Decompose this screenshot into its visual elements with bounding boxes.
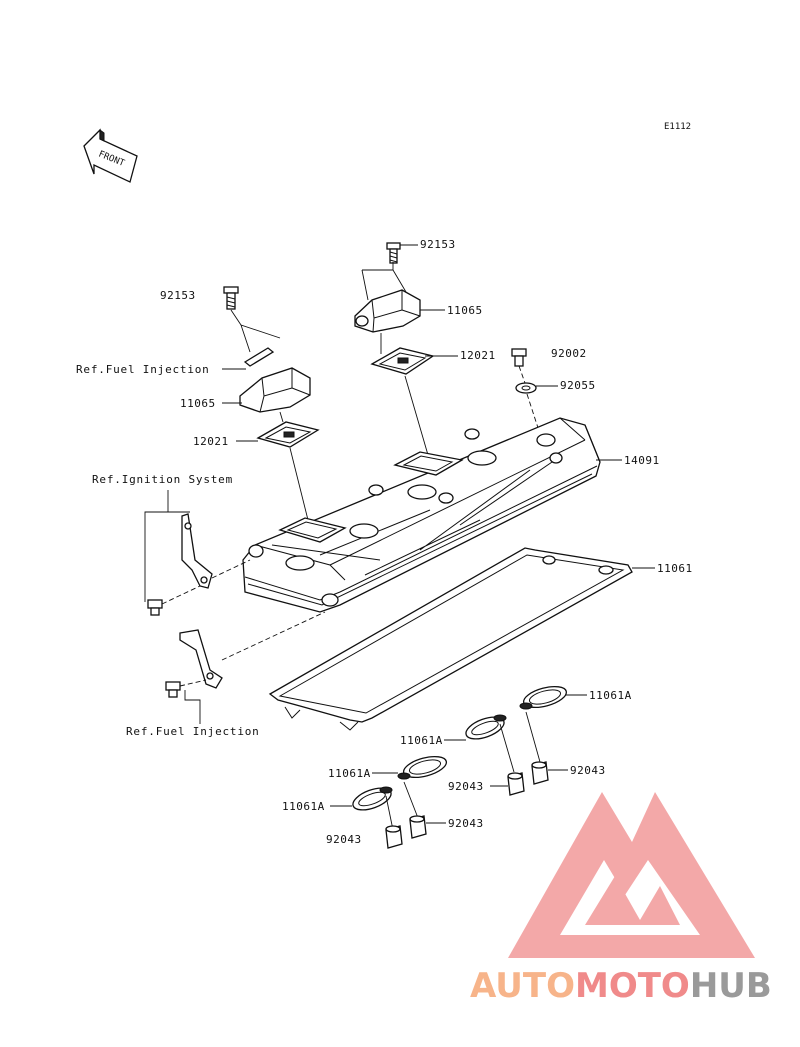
front-arrow-icon: FRONT <box>83 128 138 183</box>
plug-gasket-11061A-b <box>465 714 507 740</box>
collar-92043-a <box>531 761 549 785</box>
leader-line <box>385 781 419 831</box>
leader-line <box>518 365 541 435</box>
leader-line <box>144 490 190 602</box>
label-92002: 92002 <box>551 347 587 360</box>
watermark-triangle-icon <box>508 792 755 958</box>
leader-line <box>179 611 326 687</box>
label-92055: 92055 <box>560 379 596 392</box>
leader-line <box>184 690 201 724</box>
collar-92043-c <box>409 815 427 839</box>
label-92043-c: 92043 <box>448 817 484 830</box>
label-11061A-c: 11061A <box>328 767 371 780</box>
ignition-coil-11065-right <box>354 289 421 333</box>
leader-line <box>279 411 309 521</box>
label-92153-right: 92153 <box>420 238 456 251</box>
collar-92043-b <box>507 772 525 796</box>
collar-92043-d <box>385 825 403 849</box>
bolt-92002 <box>511 348 527 367</box>
label-92153-left: 92153 <box>160 289 196 302</box>
leader-line <box>380 333 429 456</box>
cylinder-head-cover-14091 <box>242 417 601 613</box>
label-92043-b: 92043 <box>448 780 484 793</box>
watermark-text-auto: AUTO <box>470 966 575 1006</box>
fuel-injection-bracket <box>179 629 223 689</box>
label-11061: 11061 <box>657 562 693 575</box>
washer-92055 <box>515 382 537 394</box>
gasket-12021-left <box>256 421 320 448</box>
label-11065-right: 11065 <box>447 304 483 317</box>
label-11061A-a: 11061A <box>589 689 632 702</box>
leader-line <box>499 711 541 773</box>
ref-fuel-bracket-top <box>243 347 275 367</box>
label-12021-left: 12021 <box>193 435 229 448</box>
watermark-text-hub: HUB <box>690 966 772 1006</box>
label-11061A-b: 11061A <box>400 734 443 747</box>
bolt-92153-left <box>223 286 239 310</box>
plug-gasket-11061A-a <box>519 685 568 710</box>
watermark-logo <box>508 792 755 958</box>
plug-gasket-11061A-d <box>352 786 393 811</box>
plug-gasket-11061A-c <box>397 755 448 780</box>
label-14091: 14091 <box>624 454 660 467</box>
leader-line <box>161 559 251 605</box>
bracket-bolt-bottom <box>165 681 181 698</box>
label-92043-d: 92043 <box>326 833 362 846</box>
ref-fuel-injection-bottom: Ref.Fuel Injection <box>126 725 260 738</box>
diagram-code: E1112 <box>664 122 691 132</box>
label-11061A-d: 11061A <box>282 800 325 813</box>
ignition-coil-11065-left <box>239 367 311 413</box>
label-11065-left: 11065 <box>180 397 216 410</box>
label-12021-right: 12021 <box>460 349 496 362</box>
bolt-92153-right <box>386 242 401 264</box>
watermark-text: AUTOMOTOHUB <box>470 966 772 1006</box>
label-92043-a: 92043 <box>570 764 606 777</box>
watermark-text-moto: MOTO <box>575 966 690 1006</box>
ignition-bracket <box>181 513 213 589</box>
leader-line <box>361 262 407 301</box>
bracket-bolt-left <box>147 599 163 616</box>
ref-fuel-injection-top: Ref.Fuel Injection <box>76 363 210 376</box>
ref-ignition-system: Ref.Ignition System <box>92 473 233 486</box>
watermark-triangle-inner <box>585 876 680 925</box>
head-cover-gasket-11061 <box>268 547 633 731</box>
leader-line <box>230 309 281 353</box>
